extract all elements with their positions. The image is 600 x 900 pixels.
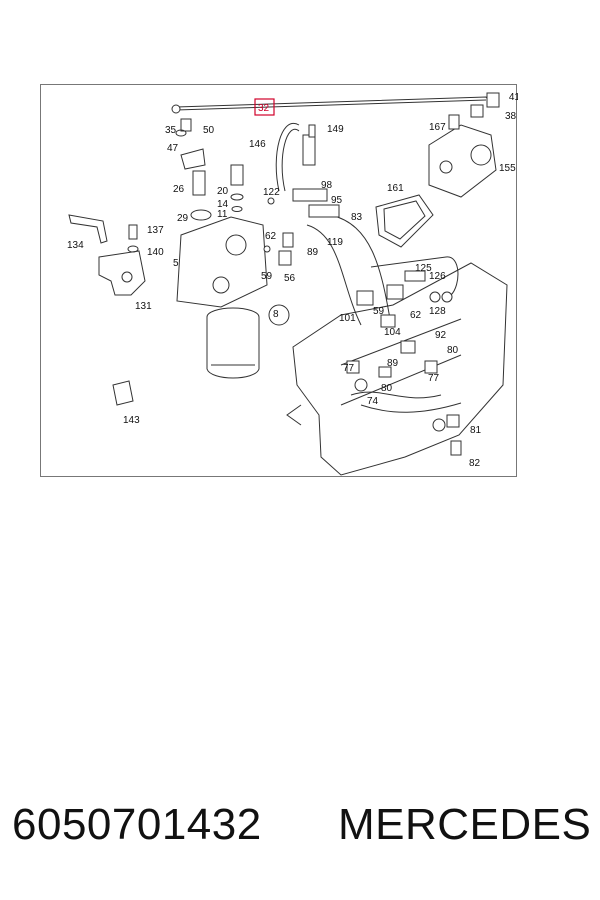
callout-134: 134: [67, 240, 84, 251]
clip-143: [112, 380, 134, 406]
callout-56: 56: [284, 273, 296, 284]
callout-128: 128: [429, 306, 446, 317]
callout-29: 29: [177, 213, 189, 224]
callout-131: 131: [135, 301, 152, 312]
callout-82: 82: [469, 458, 481, 469]
parts-diagram: 32: [67, 92, 518, 476]
callout-80: 80: [447, 345, 459, 356]
callout-14: 14: [217, 199, 229, 210]
callout-62: 62: [265, 231, 277, 242]
callout-161: 161: [387, 183, 404, 194]
filter-bracket-5: [176, 216, 268, 308]
callout-47: 47: [167, 143, 179, 154]
callout-59b: 59: [373, 306, 385, 317]
callout-74: 74: [367, 396, 379, 407]
callout-92: 92: [435, 330, 447, 341]
callout-59: 59: [261, 271, 273, 282]
callout-146: 146: [249, 139, 266, 150]
callout-89: 89: [307, 247, 319, 258]
callout-8: 8: [273, 309, 279, 320]
callout-81: 81: [470, 425, 482, 436]
small-parts-left: [127, 118, 290, 326]
callout-77b: 77: [428, 373, 440, 384]
gasket-161: [375, 194, 434, 248]
callout-155: 155: [499, 163, 516, 174]
callout-41: 41: [509, 92, 518, 103]
callout-80b: 80: [381, 383, 393, 394]
highlighted-label: 32: [258, 103, 270, 114]
callout-149: 149: [327, 124, 344, 135]
callout-126: 126: [429, 271, 446, 282]
part-number: 6050701432: [12, 800, 262, 849]
filter-8: [206, 307, 260, 379]
callout-95: 95: [331, 195, 343, 206]
bracket-131: [98, 250, 146, 296]
hose-146: [275, 122, 300, 192]
callout-140: 140: [147, 247, 164, 258]
bracket-134: [68, 214, 108, 244]
fuel-lines: [306, 214, 462, 413]
parts-diagram-frame: 32: [40, 84, 518, 477]
callout-143: 143: [123, 415, 140, 426]
callout-89b: 89: [387, 358, 399, 369]
callout-labels: 41 38 35 50 149 146 167 47 155 20 26 122…: [67, 92, 518, 469]
callout-167: 167: [429, 122, 446, 133]
callout-98: 98: [321, 180, 333, 191]
callout-35: 35: [165, 125, 177, 136]
callout-26: 26: [173, 184, 185, 195]
callout-11: 11: [217, 209, 228, 220]
highlighted-callout[interactable]: 32: [254, 98, 275, 116]
callout-137: 137: [147, 225, 164, 236]
fittings: [263, 188, 462, 456]
callout-62b: 62: [410, 310, 422, 321]
overflow-pipe: [171, 92, 500, 114]
plug-149: [302, 124, 316, 166]
callout-83: 83: [351, 212, 363, 223]
callout-101: 101: [339, 313, 356, 324]
callout-77: 77: [343, 363, 355, 374]
brand-name: MERCEDES: [338, 800, 592, 849]
callout-119: 119: [327, 237, 343, 248]
callout-104: 104: [384, 327, 401, 338]
callout-5: 5: [173, 258, 179, 269]
callout-50: 50: [203, 125, 215, 136]
housing-155: [428, 104, 497, 198]
callout-125: 125: [415, 263, 432, 274]
callout-38: 38: [505, 111, 517, 122]
callout-20: 20: [217, 186, 229, 197]
callout-122: 122: [263, 187, 280, 198]
